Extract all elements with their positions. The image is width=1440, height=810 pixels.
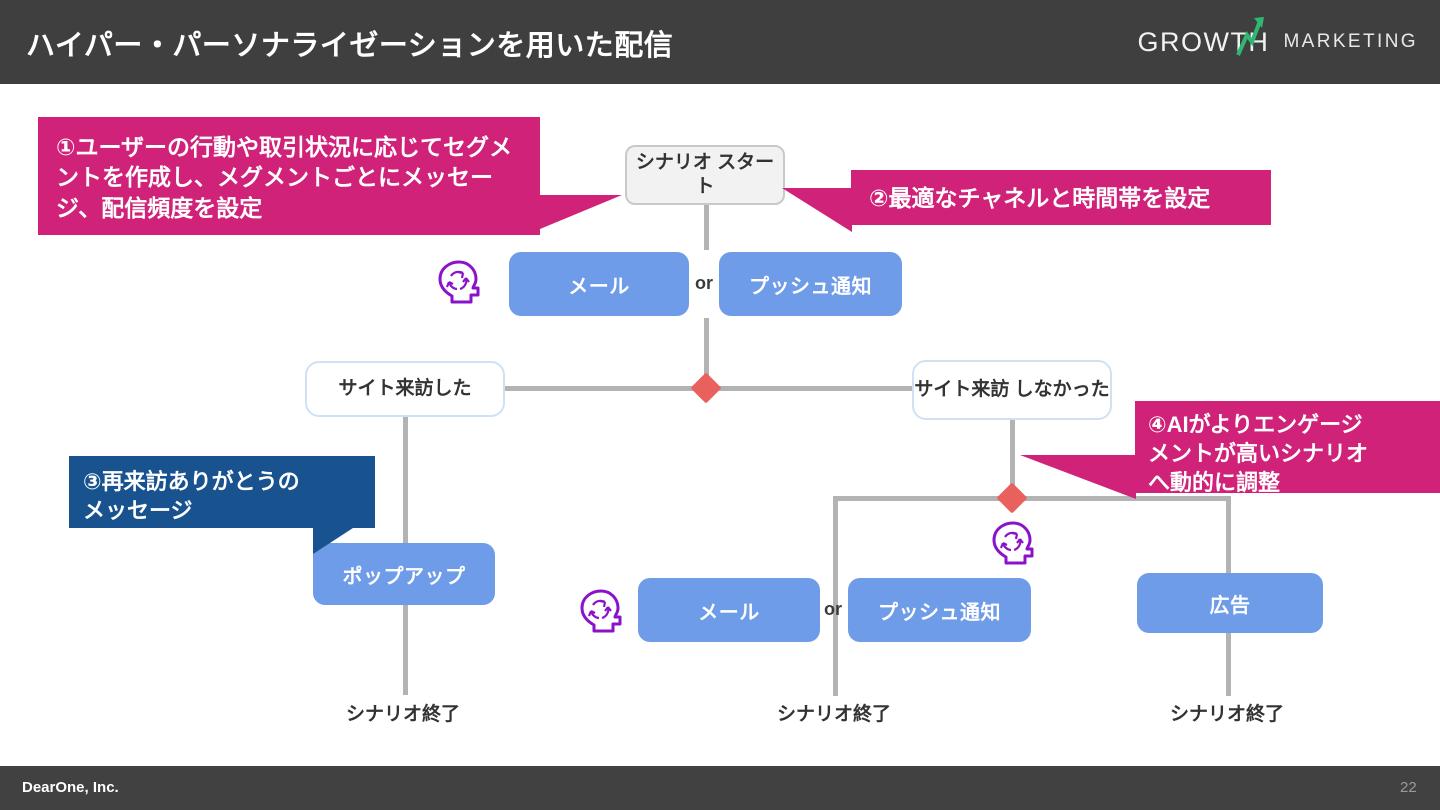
node-scenario-start[interactable]: シナリオ スタート — [625, 145, 785, 205]
callout-2-tail — [782, 188, 852, 232]
decision-diamond-1 — [690, 372, 722, 404]
green-arrow-icon — [1234, 15, 1268, 57]
connector-left-cond-down — [403, 416, 408, 556]
connector-bus2-left-drop — [833, 496, 838, 696]
connector-popup-down — [403, 545, 408, 695]
footer-bar — [0, 766, 1440, 810]
logo-marketing-text: MARKETING — [1283, 31, 1418, 52]
node-action-email-bottom[interactable]: メール — [638, 578, 820, 642]
node-condition-visited[interactable]: サイト来訪した — [305, 361, 505, 417]
footer-page-number: 22 — [1400, 779, 1417, 796]
callout-3-tail — [313, 528, 353, 554]
end-label-1: シナリオ終了 — [345, 704, 460, 725]
callout-2: ②最適なチャネルと時間帯を設定 — [851, 170, 1271, 225]
growth-marketing-logo: GROWTH MARKETING — [1137, 17, 1418, 60]
page-title: ハイパー・パーソナライゼーションを用いた配信 — [26, 30, 674, 62]
node-action-email-top[interactable]: メール — [509, 252, 689, 316]
callout-1-tail — [540, 195, 622, 229]
ai-head-icon-3 — [572, 583, 628, 639]
callout-3: ③再来訪ありがとうの メッセージ — [69, 456, 375, 528]
callout-4-tail — [1020, 455, 1136, 499]
ai-head-icon — [430, 254, 486, 310]
or-label-bottom: or — [824, 599, 842, 619]
or-label-top: or — [695, 273, 713, 293]
ai-head-icon-2 — [984, 515, 1040, 571]
connector-right-cond-down — [1010, 416, 1015, 502]
node-action-push-bottom[interactable]: プッシュ通知 — [848, 578, 1031, 642]
node-action-ad[interactable]: 広告 — [1137, 573, 1323, 633]
end-label-3: シナリオ終了 — [1169, 704, 1284, 725]
footer-company-name: DearOne, Inc. — [22, 779, 119, 796]
connector-start-down — [704, 204, 709, 250]
node-action-push-top[interactable]: プッシュ通知 — [719, 252, 902, 316]
callout-1: ①ユーザーの行動や取引状況に応じてセグメントを作成し、メグメントごとにメッセージ… — [38, 117, 540, 235]
connector-top-actions-down — [704, 318, 709, 388]
header-bar — [0, 0, 1440, 84]
node-action-popup[interactable]: ポップアップ — [313, 543, 495, 605]
node-condition-not-visited[interactable]: サイト来訪 しなかった — [912, 360, 1112, 420]
callout-4: ④AIがよりエンゲージ メントが高いシナリオ へ動的に調整 — [1135, 401, 1440, 495]
end-label-2: シナリオ終了 — [776, 704, 891, 725]
